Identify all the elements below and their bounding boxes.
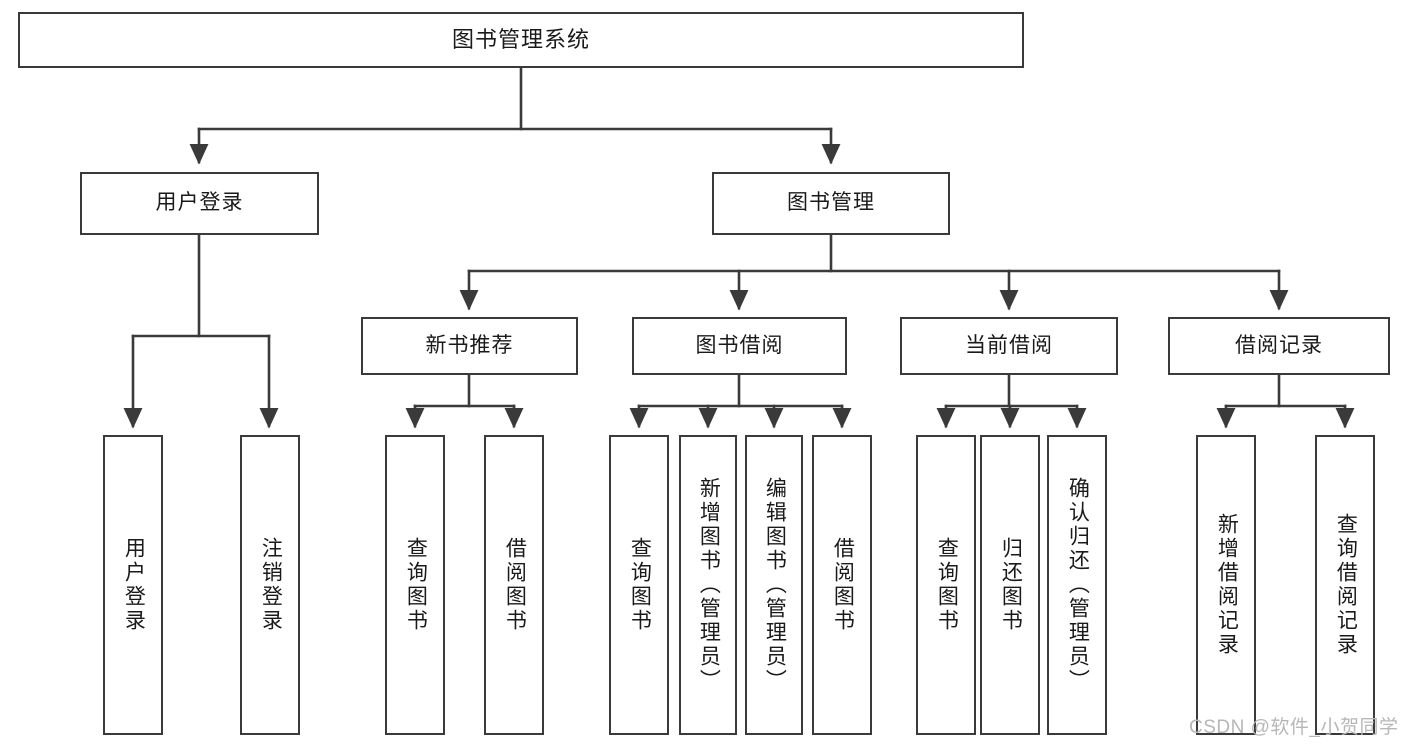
node-label: 借阅图书 — [831, 537, 855, 633]
node-label: 确认归还（管理员） — [1066, 477, 1090, 693]
node-new-book-recommend[interactable]: 新书推荐 — [361, 317, 578, 375]
node-label: 查询图书 — [935, 537, 959, 633]
leaf-borrow-book-recommend[interactable]: 借阅图书 — [484, 435, 544, 735]
node-label: 图书管理 — [787, 191, 875, 215]
node-root-system[interactable]: 图书管理系统 — [18, 12, 1024, 68]
node-label: 新增借阅记录 — [1215, 513, 1239, 657]
node-label: 借阅记录 — [1235, 333, 1323, 357]
node-label: 用户登录 — [155, 191, 244, 215]
node-label: 注销登录 — [259, 537, 283, 633]
leaf-user-login[interactable]: 用户登录 — [103, 435, 163, 735]
node-label: 新书推荐 — [425, 333, 514, 357]
node-label: 当前借阅 — [965, 333, 1053, 357]
node-user-login[interactable]: 用户登录 — [80, 172, 319, 235]
leaf-confirm-return[interactable]: 确认归还（管理员） — [1047, 435, 1107, 735]
leaf-edit-book[interactable]: 编辑图书（管理员） — [745, 435, 803, 735]
leaf-query-borrow-record[interactable]: 查询借阅记录 — [1315, 435, 1375, 735]
node-label: 查询借阅记录 — [1334, 513, 1358, 657]
node-book-management[interactable]: 图书管理 — [712, 172, 950, 235]
leaf-query-book-current[interactable]: 查询图书 — [916, 435, 976, 735]
node-label: 编辑图书（管理员） — [763, 477, 787, 693]
node-book-borrow[interactable]: 图书借阅 — [632, 317, 847, 375]
node-label: 新增图书（管理员） — [697, 477, 721, 693]
node-label: 图书借阅 — [695, 333, 784, 357]
node-label: 借阅图书 — [503, 537, 527, 633]
node-label: 图书管理系统 — [451, 27, 590, 53]
node-label: 查询图书 — [404, 537, 428, 633]
csdn-watermark: CSDN @软件_小贺同学 — [1189, 717, 1399, 738]
node-borrow-record[interactable]: 借阅记录 — [1168, 317, 1390, 375]
leaf-return-book[interactable]: 归还图书 — [980, 435, 1040, 735]
leaf-add-book[interactable]: 新增图书（管理员） — [679, 435, 737, 735]
leaf-add-borrow-record[interactable]: 新增借阅记录 — [1196, 435, 1256, 735]
leaf-query-book-borrow[interactable]: 查询图书 — [609, 435, 669, 735]
node-label: 归还图书 — [999, 537, 1023, 633]
leaf-borrow-book[interactable]: 借阅图书 — [812, 435, 872, 735]
node-label: 用户登录 — [122, 537, 146, 633]
node-label: 查询图书 — [628, 537, 652, 633]
node-current-borrow[interactable]: 当前借阅 — [900, 317, 1118, 375]
leaf-user-logout[interactable]: 注销登录 — [240, 435, 300, 735]
leaf-query-book-recommend[interactable]: 查询图书 — [385, 435, 445, 735]
